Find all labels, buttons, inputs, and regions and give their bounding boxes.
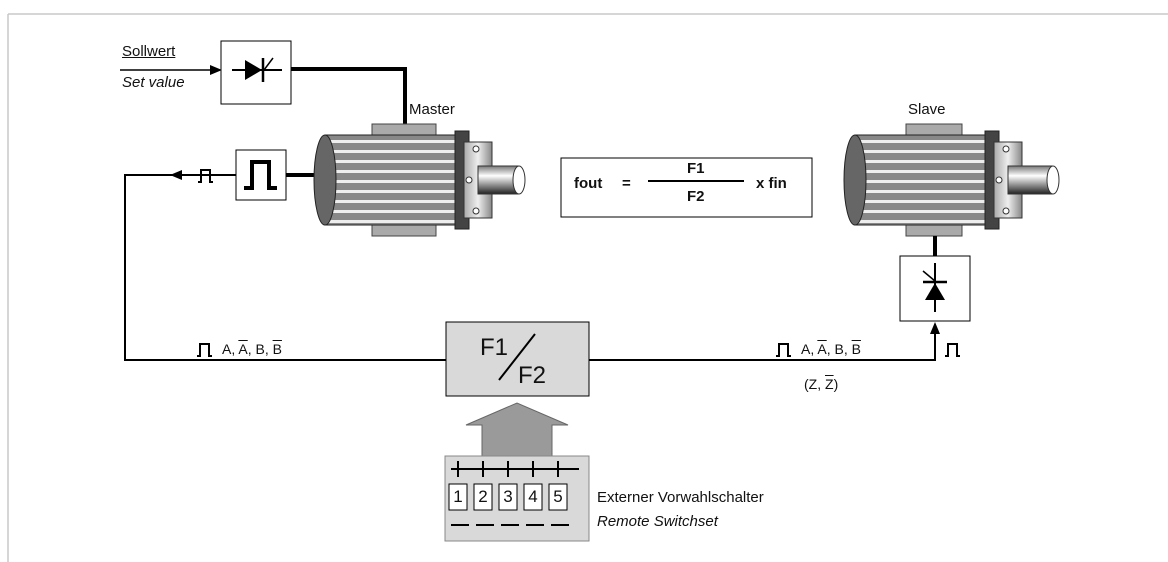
formula-rhs: x fin xyxy=(756,175,787,192)
switchset-label-en: Remote Switchset xyxy=(597,513,718,530)
master-thyristor-box xyxy=(220,40,292,105)
slave-motor xyxy=(843,123,1060,237)
ratio-top: F1 xyxy=(480,334,509,361)
switchset-label-de: Externer Vorwahlschalter xyxy=(597,489,764,506)
formula-equals: = xyxy=(622,175,631,192)
slave-thyristor-box xyxy=(899,255,971,322)
master-motor xyxy=(313,123,526,237)
signals-left: A, A, B, B xyxy=(222,341,282,357)
ratio-box xyxy=(445,321,590,397)
switch-digit: 5 xyxy=(553,487,563,506)
pulse-icon-feedback xyxy=(198,169,213,183)
set-value-label-de: Sollwert xyxy=(122,43,176,60)
encoder-pulse-box xyxy=(235,149,287,201)
set-value-arrow xyxy=(120,65,222,75)
switch-digit: 4 xyxy=(528,487,538,506)
formula-lhs: fout xyxy=(574,175,603,192)
formula-denominator: F2 xyxy=(687,188,705,205)
master-label: Master xyxy=(409,101,455,118)
pulse-icon-right xyxy=(776,343,791,357)
set-value-label-en: Set value xyxy=(122,74,185,91)
switch-digit: 2 xyxy=(478,487,488,506)
signals-right: A, A, B, B xyxy=(801,341,861,357)
formula-box xyxy=(560,157,813,218)
signals-right-z: (Z, Z) xyxy=(804,376,839,392)
formula-numerator: F1 xyxy=(687,160,705,177)
up-arrow xyxy=(465,402,569,457)
slave-label: Slave xyxy=(908,101,946,118)
switchset xyxy=(444,455,590,542)
pulse-icon-slave xyxy=(945,343,960,357)
switch-digit: 1 xyxy=(453,487,463,506)
pulse-icon-left xyxy=(197,343,212,357)
switch-digit: 3 xyxy=(503,487,513,506)
ratio-bottom: F2 xyxy=(518,362,547,389)
